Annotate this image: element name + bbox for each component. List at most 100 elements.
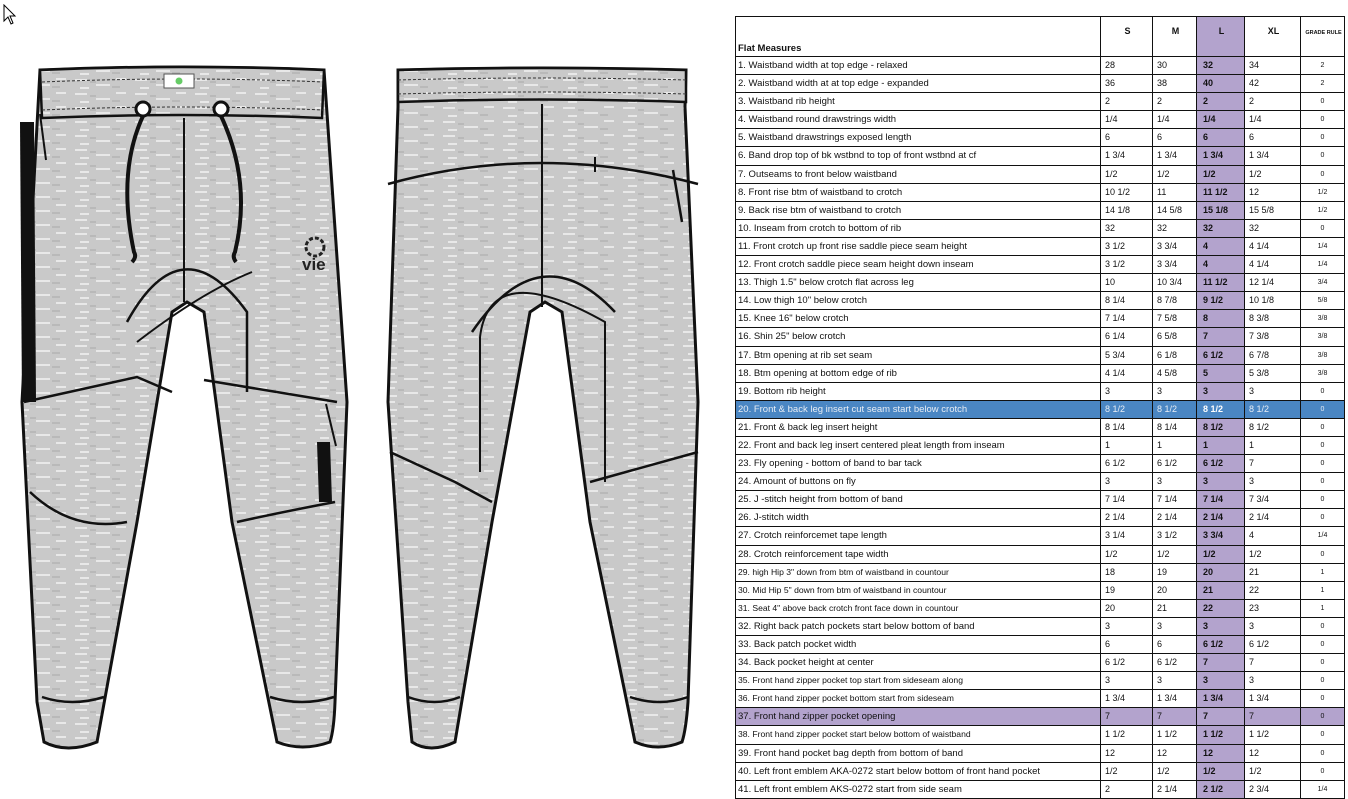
grade-rule-cell: 0 xyxy=(1300,761,1345,781)
table-row: 35. Front hand zipper pocket top start f… xyxy=(735,671,1345,691)
size-l-cell: 32 xyxy=(1196,218,1245,238)
size-s-cell: 28 xyxy=(1100,55,1153,76)
measure-name-cell: 2. Waistband width at at top edge - expa… xyxy=(735,74,1101,94)
flat-measures-spec-table: Flat Measures S M L XL GRADE RULE 1. Wai… xyxy=(735,16,1345,799)
measure-name-cell: 5. Waistband drawstrings exposed length xyxy=(735,128,1101,148)
size-xl-cell: 7 3/8 xyxy=(1244,327,1301,347)
size-l-cell: 2 1/2 xyxy=(1196,779,1245,799)
size-l-cell: 7 xyxy=(1196,327,1245,347)
size-m-cell: 6 5/8 xyxy=(1152,327,1197,347)
table-row: 36. Front hand zipper pocket bottom star… xyxy=(735,689,1345,709)
size-xl-cell: 7 3/4 xyxy=(1244,490,1301,510)
measure-name-cell: 16. Shin 25" below crotch xyxy=(735,327,1101,347)
size-xl-cell: 7 xyxy=(1244,653,1301,673)
size-l-cell: 20 xyxy=(1196,562,1245,582)
grade-rule-cell: 0 xyxy=(1300,164,1345,184)
mouse-cursor-icon xyxy=(3,4,17,25)
size-l-cell: 6 1/2 xyxy=(1196,634,1245,655)
size-m-cell: 1/4 xyxy=(1152,110,1197,130)
size-l-cell: 8 1/2 xyxy=(1196,417,1245,437)
grade-rule-cell: 3/8 xyxy=(1300,327,1345,347)
size-l-cell: 3 xyxy=(1196,616,1245,637)
size-s-cell: 10 xyxy=(1100,273,1153,293)
size-m-cell: 30 xyxy=(1152,55,1197,76)
size-l-cell: 1/2 xyxy=(1196,544,1245,564)
size-xl-cell: 3 xyxy=(1244,472,1301,492)
grade-rule-cell: 0 xyxy=(1300,707,1345,727)
size-m-cell: 32 xyxy=(1152,218,1197,238)
measure-name-cell: 1. Waistband width at top edge - relaxed xyxy=(735,55,1101,76)
measure-name-cell: 30. Mid Hip 5" down from btm of waistban… xyxy=(735,580,1101,600)
size-xl-cell: 23 xyxy=(1244,598,1301,618)
size-s-cell: 14 1/8 xyxy=(1100,200,1153,220)
size-l-cell: 12 xyxy=(1196,743,1245,763)
size-s-cell: 7 xyxy=(1100,707,1153,727)
measure-name-cell: 9. Back rise btm of waistband to crotch xyxy=(735,200,1101,220)
size-l-cell: 6 1/2 xyxy=(1196,454,1245,474)
size-s-cell: 3 1/4 xyxy=(1100,526,1153,546)
grade-rule-cell: 0 xyxy=(1300,616,1345,637)
measure-name-cell: 17. Btm opening at rib set seam xyxy=(735,345,1101,365)
size-m-cell: 14 5/8 xyxy=(1152,200,1197,220)
header-size-s: S xyxy=(1100,16,1153,57)
table-row: 23. Fly opening - bottom of band to bar … xyxy=(735,454,1345,474)
size-xl-cell: 32 xyxy=(1244,218,1301,238)
size-s-cell: 3 1/2 xyxy=(1100,255,1153,275)
size-s-cell: 20 xyxy=(1100,598,1153,618)
size-m-cell: 7 xyxy=(1152,707,1197,727)
measure-name-cell: 13. Thigh 1.5" below crotch flat across … xyxy=(735,273,1101,293)
size-l-cell: 4 xyxy=(1196,236,1245,257)
grade-rule-cell: 3/8 xyxy=(1300,345,1345,365)
size-xl-cell: 3 xyxy=(1244,381,1301,401)
table-row: 39. Front hand pocket bag depth from bot… xyxy=(735,743,1345,763)
grade-rule-cell: 1/4 xyxy=(1300,255,1345,275)
grade-rule-cell: 0 xyxy=(1300,725,1345,745)
size-xl-cell: 10 1/8 xyxy=(1244,291,1301,311)
size-xl-cell: 1 3/4 xyxy=(1244,146,1301,166)
grade-rule-cell: 3/8 xyxy=(1300,309,1345,329)
grade-rule-cell: 0 xyxy=(1300,381,1345,401)
size-s-cell: 18 xyxy=(1100,562,1153,582)
size-s-cell: 7 1/4 xyxy=(1100,309,1153,329)
size-l-cell: 1/2 xyxy=(1196,761,1245,781)
measure-name-cell: 26. J-stitch width xyxy=(735,508,1101,528)
size-l-cell: 8 1/2 xyxy=(1196,399,1245,419)
table-row: 25. J -stitch height from bottom of band… xyxy=(735,490,1345,510)
size-l-cell: 3 xyxy=(1196,381,1245,401)
size-m-cell: 8 1/4 xyxy=(1152,417,1197,437)
size-s-cell: 6 xyxy=(1100,128,1153,148)
measure-name-cell: 41. Left front emblem AKS-0272 start fro… xyxy=(735,779,1101,799)
brand-logo-icon: vie xyxy=(302,236,326,274)
measure-name-cell: 11. Front crotch up front rise saddle pi… xyxy=(735,236,1101,257)
table-row: 22. Front and back leg insert centered p… xyxy=(735,435,1345,456)
measure-name-cell: 31. Seat 4" above back crotch front face… xyxy=(735,598,1101,618)
measure-name-cell: 28. Crotch reinforcement tape width xyxy=(735,544,1101,564)
size-s-cell: 12 xyxy=(1100,743,1153,763)
size-s-cell: 1/4 xyxy=(1100,110,1153,130)
size-s-cell: 2 1/4 xyxy=(1100,508,1153,528)
size-xl-cell: 7 xyxy=(1244,454,1301,474)
table-row: 38. Front hand zipper pocket start below… xyxy=(735,725,1345,745)
measure-name-cell: 29. high Hip 3" down from btm of waistba… xyxy=(735,562,1101,582)
size-l-cell: 22 xyxy=(1196,598,1245,618)
grade-rule-cell: 0 xyxy=(1300,435,1345,456)
size-xl-cell: 34 xyxy=(1244,55,1301,76)
size-l-cell: 1 3/4 xyxy=(1196,146,1245,166)
table-row: 31. Seat 4" above back crotch front face… xyxy=(735,598,1345,618)
table-row: 41. Left front emblem AKS-0272 start fro… xyxy=(735,779,1345,799)
size-xl-cell: 6 1/2 xyxy=(1244,634,1301,655)
size-l-cell: 11 1/2 xyxy=(1196,273,1245,293)
grade-rule-cell: 0 xyxy=(1300,544,1345,564)
grade-rule-cell: 5/8 xyxy=(1300,291,1345,311)
table-row: 32. Right back patch pockets start below… xyxy=(735,616,1345,637)
size-s-cell: 1/2 xyxy=(1100,544,1153,564)
